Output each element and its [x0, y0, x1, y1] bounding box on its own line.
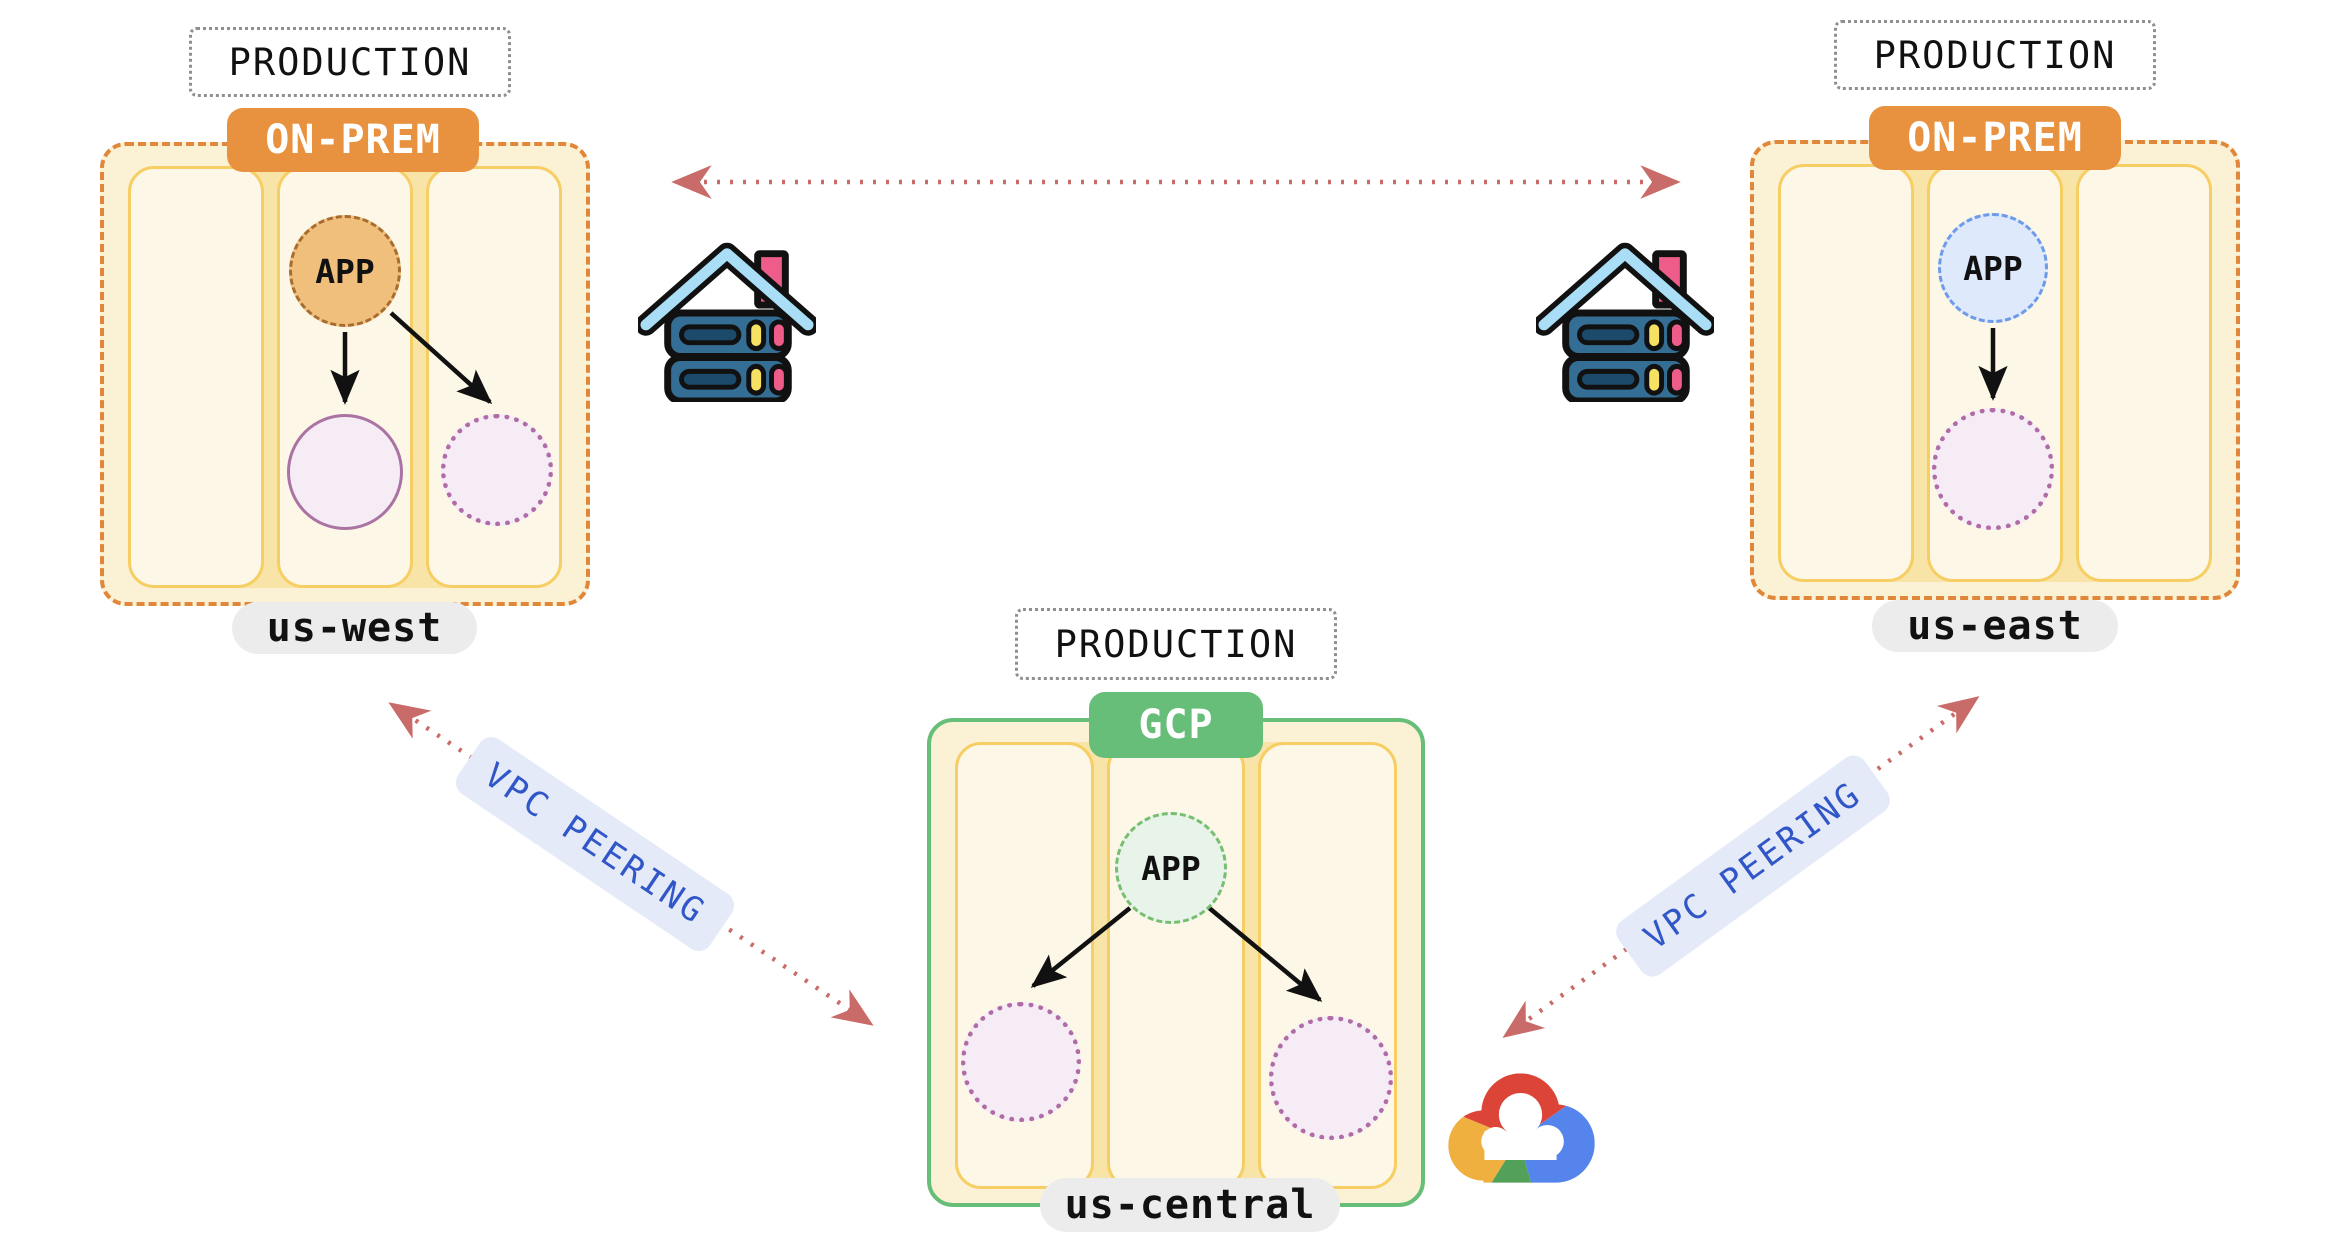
- production-tag-us-west: PRODUCTION: [189, 27, 511, 97]
- onprem-badge-us-west-label: ON-PREM: [265, 117, 441, 163]
- region-pill-us-east-label: us-east: [1907, 603, 2083, 649]
- zone-us-east-1: [1778, 164, 1914, 582]
- replica-node-us-central-right: [1269, 1016, 1393, 1140]
- replica-node-us-west-dotted: [441, 414, 553, 526]
- house-server-rack-icon-left: [638, 242, 816, 402]
- app-node-us-east-label: APP: [1963, 248, 2023, 288]
- region-pill-us-west-label: us-west: [266, 605, 443, 651]
- app-node-us-central: APP: [1115, 812, 1227, 924]
- onprem-badge-us-east-label: ON-PREM: [1907, 115, 2083, 161]
- onprem-badge-us-west: ON-PREM: [227, 108, 479, 172]
- region-pill-us-west: us-west: [232, 602, 477, 654]
- google-cloud-logo-icon: [1448, 1073, 1595, 1183]
- production-tag-us-east-label: PRODUCTION: [1873, 33, 2117, 77]
- app-node-us-central-label: APP: [1141, 848, 1201, 888]
- replica-node-us-east-dotted: [1932, 408, 2054, 530]
- replication-arrow-us-west-diagonal: [389, 311, 493, 404]
- gcp-badge-us-central: GCP: [1089, 692, 1263, 758]
- region-pill-us-east: us-east: [1872, 600, 2118, 652]
- replication-arrow-us-central-right: [1206, 905, 1323, 1002]
- replication-arrow-us-central-left: [1030, 906, 1132, 988]
- app-node-us-west-label: APP: [315, 251, 375, 291]
- production-tag-us-central: PRODUCTION: [1015, 608, 1337, 680]
- app-node-us-west: APP: [289, 215, 401, 327]
- replica-node-us-west-solid: [287, 414, 403, 530]
- production-tag-us-central-label: PRODUCTION: [1054, 622, 1298, 666]
- zone-us-west-1: [128, 166, 264, 588]
- production-tag-us-west-label: PRODUCTION: [228, 40, 472, 84]
- app-node-us-east: APP: [1938, 213, 2048, 323]
- onprem-badge-us-east: ON-PREM: [1869, 106, 2121, 170]
- replica-node-us-central-left: [961, 1002, 1081, 1122]
- house-server-rack-icon-right: [1536, 242, 1714, 402]
- region-pill-us-central-label: us-central: [1064, 1182, 1316, 1228]
- gcp-badge-us-central-label: GCP: [1138, 702, 1214, 748]
- production-tag-us-east: PRODUCTION: [1834, 20, 2156, 90]
- region-pill-us-central: us-central: [1040, 1178, 1340, 1232]
- zone-us-east-3: [2076, 164, 2212, 582]
